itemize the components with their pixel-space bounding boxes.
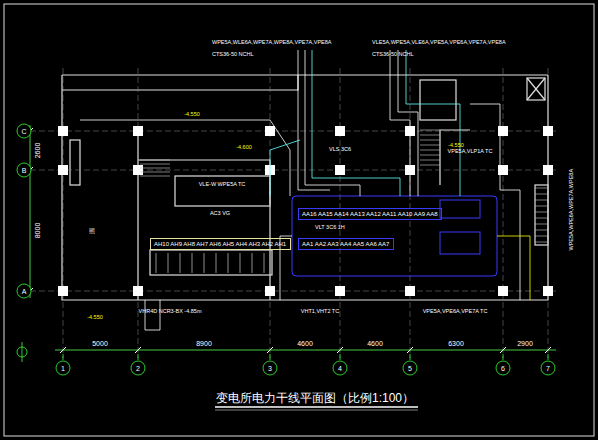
dimension: 6300 bbox=[448, 340, 464, 347]
cable-run bbox=[390, 50, 410, 196]
cable-note: -4.600 bbox=[236, 145, 252, 151]
cable-run bbox=[270, 140, 300, 196]
cable-note: CTS36-50 NCHL bbox=[212, 52, 254, 58]
axis-label: 6 bbox=[501, 365, 505, 372]
axis-label: 1 bbox=[61, 365, 65, 372]
axis-label: 5 bbox=[408, 365, 412, 372]
cable-note: VLE5A,WPE5A,VLE6A,VPE5A,VPE6A,VPE7A,VPE8… bbox=[372, 40, 506, 46]
cable-run bbox=[145, 300, 160, 330]
cable-run bbox=[298, 50, 330, 190]
axis-label: 7 bbox=[546, 365, 550, 372]
cable-run bbox=[470, 104, 520, 300]
panel-numbers: AA1 AA2 AA3 AA4 AA5 AA6 AA7 bbox=[302, 241, 390, 247]
cable-note: 照 bbox=[89, 229, 95, 235]
dimension: 8000 bbox=[34, 222, 41, 238]
cable-note: VHT1,VHT2 TC bbox=[301, 309, 339, 315]
dimension: 8900 bbox=[196, 340, 212, 347]
cable-note: WPE5A,WPE6A,WPE7A,WPE8A bbox=[569, 169, 575, 251]
panel-numbers: AH10 AH9 AH8 AH7 AH6 AH5 AH4 AH3 AH2 AH1 bbox=[154, 241, 287, 247]
dimension: 5000 bbox=[92, 340, 108, 347]
drawing-title: 变电所电力干线平面图（比例1:100） bbox=[216, 390, 414, 407]
cable-note: VPE5A,VLP1A TC bbox=[448, 149, 493, 155]
cable-note: VLE-W WPE5A TC bbox=[199, 182, 246, 188]
cable-note: -4.550 bbox=[87, 315, 103, 321]
cable-run bbox=[312, 50, 400, 196]
dimension: 2900 bbox=[517, 340, 533, 347]
cable-note: VHR4D NCR3-BX -4.85m bbox=[139, 309, 202, 315]
cable-run bbox=[406, 50, 460, 196]
axis-label: B bbox=[22, 167, 27, 174]
cable-note: -4.550 bbox=[448, 143, 464, 149]
cable-run bbox=[497, 236, 530, 300]
switchgear-row: AA1 AA2 AA3 AA4 AA5 AA6 AA7 bbox=[298, 238, 394, 250]
cable-note: -4.550 bbox=[184, 112, 200, 118]
switchgear-row: AA16 AA15 AA14 AA13 AA12 AA11 AA10 AA9 A… bbox=[298, 208, 442, 220]
cable-note: AC3 VG bbox=[210, 211, 230, 217]
cable-note: VLT 3C6 1H bbox=[315, 225, 345, 231]
cable-run bbox=[398, 50, 418, 196]
axis-label: 2 bbox=[136, 365, 140, 372]
dimension: 4600 bbox=[367, 340, 383, 347]
axis-label: 3 bbox=[268, 365, 272, 372]
panel-numbers: AA16 AA15 AA14 AA13 AA12 AA11 AA10 AA9 A… bbox=[302, 211, 438, 217]
cable-note: VLS 3C6 bbox=[329, 147, 351, 153]
axis-label: A bbox=[22, 288, 27, 295]
cable-run bbox=[80, 120, 290, 196]
axis-label: 4 bbox=[338, 365, 342, 372]
cable-note: VPE5A,VPE6A,VPE7A TC bbox=[423, 309, 488, 315]
cable-run bbox=[305, 50, 360, 196]
switchgear-row: AH10 AH9 AH8 AH7 AH6 AH5 AH4 AH3 AH2 AH1 bbox=[150, 238, 291, 250]
dimension: 4600 bbox=[297, 340, 313, 347]
cable-note: WPE5A,WLE6A,WPE7A,WPE8A,VPE7A,VPE8A bbox=[212, 40, 332, 46]
cable-note: CTS36-50 NCHL bbox=[372, 52, 414, 58]
axis-label: C bbox=[21, 128, 26, 135]
dimension: 2600 bbox=[34, 142, 41, 158]
